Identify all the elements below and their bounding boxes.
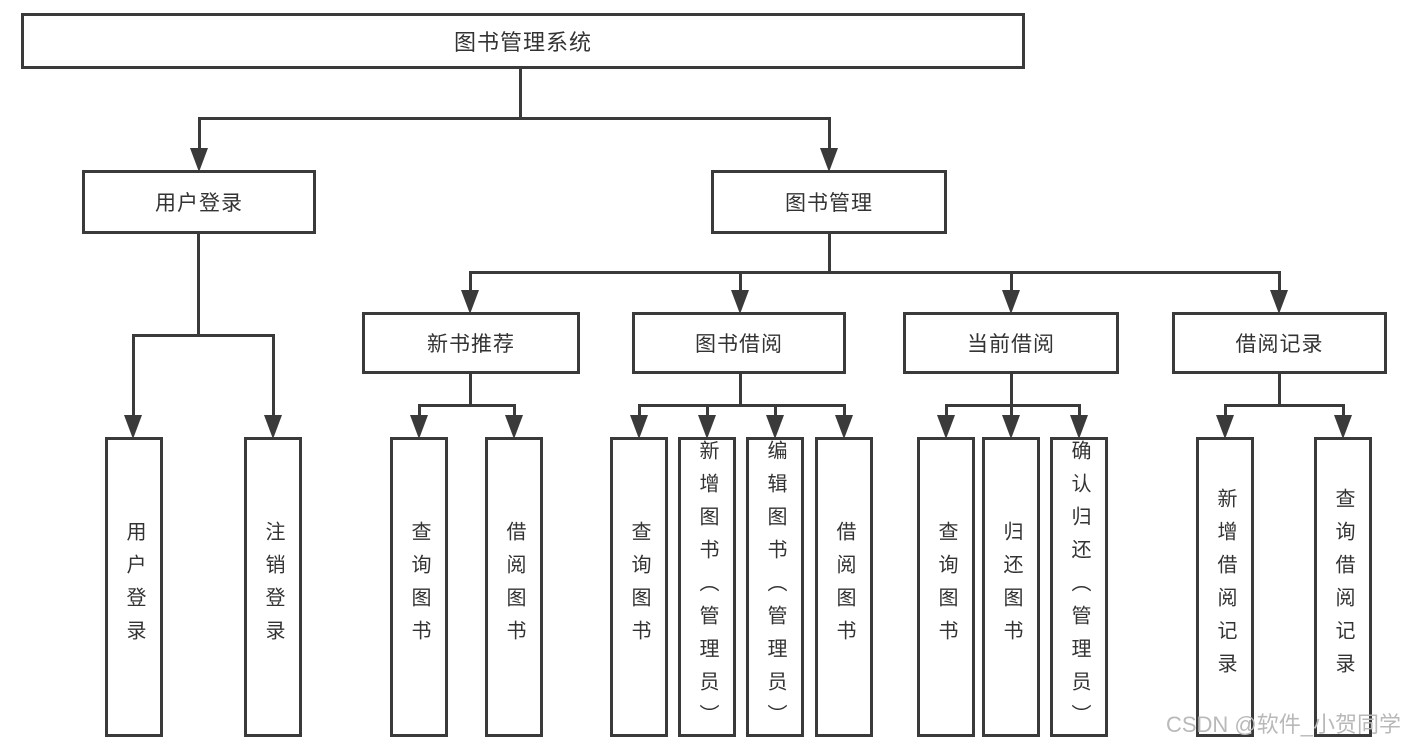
arrowhead-down-icon: [937, 415, 955, 439]
connector-line: [1277, 374, 1281, 405]
arrowhead-down-icon: [1002, 415, 1020, 439]
connector-line: [417, 405, 421, 417]
arrowhead-down-icon: [698, 415, 716, 439]
connector-line: [1009, 374, 1013, 405]
connector-line: [196, 234, 200, 335]
arrowhead-down-icon: [731, 290, 749, 314]
watermark: CSDN @软件_小贺同学: [1165, 712, 1401, 737]
connector-line: [131, 333, 275, 337]
arrowhead-down-icon: [1070, 415, 1088, 439]
leaf-return-books: 归还图书: [982, 437, 1040, 737]
arrowhead-down-icon: [630, 415, 648, 439]
connector-line: [1341, 405, 1345, 417]
arrowhead-down-icon: [1270, 290, 1288, 314]
arrowhead-down-icon: [835, 415, 853, 439]
arrowhead-down-icon: [1216, 415, 1234, 439]
arrowhead-down-icon: [190, 148, 208, 172]
arrowhead-down-icon: [820, 148, 838, 172]
connector-line: [944, 405, 948, 417]
connector-line: [1223, 405, 1227, 417]
arrowhead-down-icon: [505, 415, 523, 439]
connector-line: [512, 405, 516, 417]
leaf-add-borrow-record: 新增借阅记录: [1196, 437, 1254, 737]
node-borrowing-records: 借阅记录: [1172, 312, 1387, 374]
node-book-borrowing: 图书借阅: [632, 312, 846, 374]
node-new-book-recommend: 新书推荐: [362, 312, 580, 374]
connector-line: [1277, 272, 1281, 292]
leaf-query-borrow-record: 查询借阅记录: [1314, 437, 1372, 737]
arrowhead-down-icon: [1334, 415, 1352, 439]
arrowhead-down-icon: [461, 290, 479, 314]
leaf-add-books: 新增图书（管理员）: [678, 437, 736, 737]
leaf-edit-books: 编辑图书（管理员）: [746, 437, 804, 737]
connector-line: [518, 68, 522, 118]
connector-line: [827, 118, 831, 150]
connector-line: [1077, 405, 1081, 417]
connector-line: [468, 272, 472, 292]
leaf-query-books-1: 查询图书: [390, 437, 448, 737]
leaf-user-login: 用户登录: [105, 437, 163, 737]
node-user-login: 用户登录: [82, 170, 316, 234]
connector-line: [827, 234, 831, 272]
node-current-borrowing: 当前借阅: [903, 312, 1119, 374]
connector-line: [842, 405, 846, 417]
arrowhead-down-icon: [410, 415, 428, 439]
connector-line: [197, 118, 201, 150]
connector-line: [1009, 405, 1013, 417]
leaf-query-books-2: 查询图书: [610, 437, 668, 737]
connector-line: [773, 405, 777, 417]
leaf-query-books-3: 查询图书: [917, 437, 975, 737]
connector-line: [637, 405, 641, 417]
connector-line: [1223, 403, 1345, 407]
connector-line: [944, 403, 1081, 407]
leaf-borrow-books-2: 借阅图书: [815, 437, 873, 737]
arrowhead-down-icon: [1002, 290, 1020, 314]
leaf-borrow-books-1: 借阅图书: [485, 437, 543, 737]
connector-line: [468, 374, 472, 405]
connector-line: [637, 403, 846, 407]
connector-line: [131, 335, 135, 417]
connector-line: [197, 116, 831, 120]
leaf-confirm-return: 确认归还（管理员）: [1050, 437, 1108, 737]
connector-line: [705, 405, 709, 417]
arrowhead-down-icon: [264, 415, 282, 439]
leaf-logout: 注销登录: [244, 437, 302, 737]
connector-line: [417, 403, 516, 407]
connector-line: [271, 335, 275, 417]
arrowhead-down-icon: [124, 415, 142, 439]
node-root: 图书管理系统: [21, 13, 1025, 69]
node-book-management: 图书管理: [711, 170, 947, 234]
connector-line: [1009, 272, 1013, 292]
connector-line: [738, 272, 742, 292]
connector-line: [468, 270, 1281, 274]
connector-line: [738, 374, 742, 405]
arrowhead-down-icon: [766, 415, 784, 439]
